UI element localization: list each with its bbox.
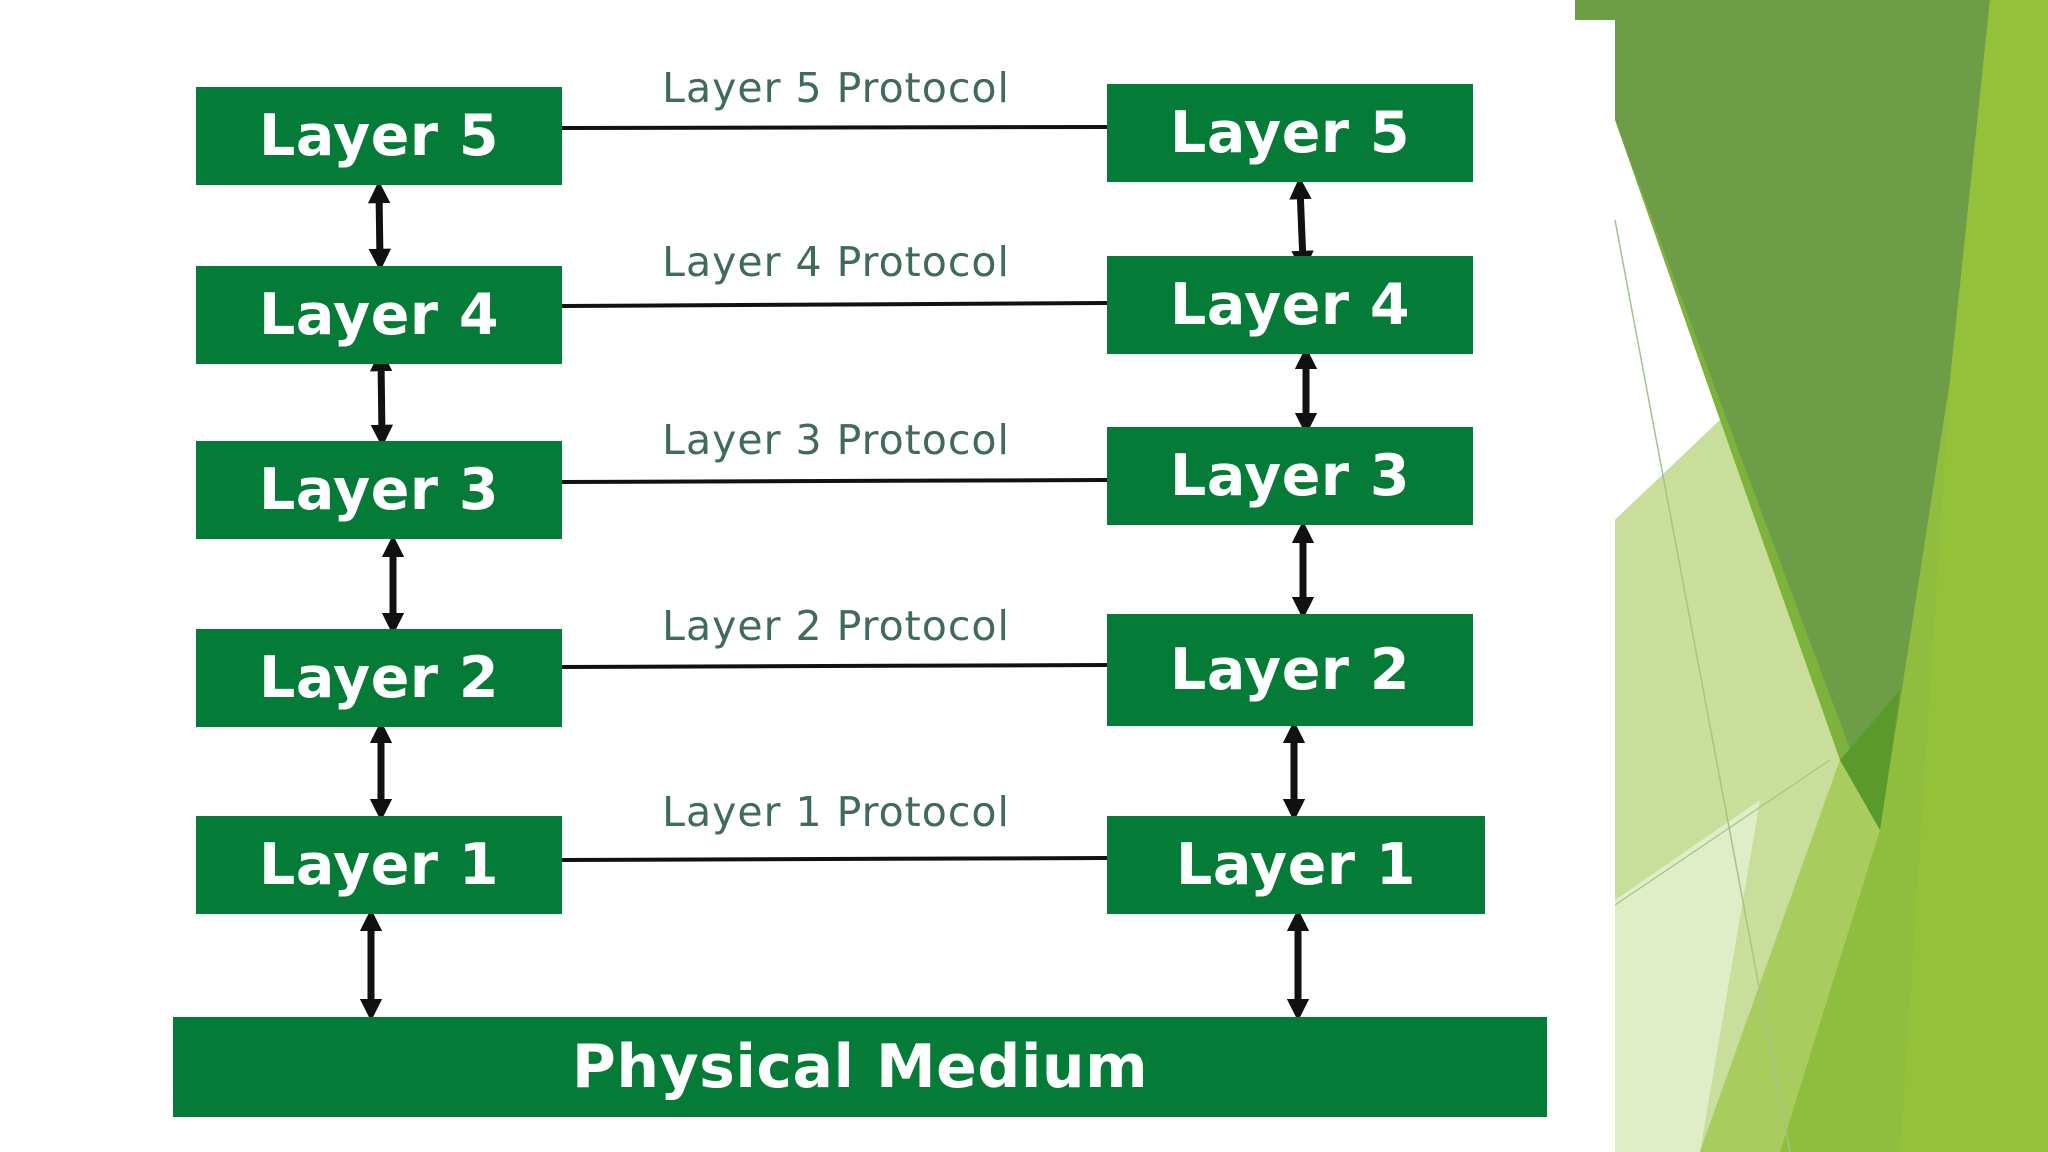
decor-thin-line xyxy=(1614,219,1791,1152)
decor-facet-deep xyxy=(1840,690,1900,830)
right-layer-1-box: Layer 1 xyxy=(1107,816,1485,914)
decor-facet-dark xyxy=(1615,0,1990,830)
left-layer-2-box: Layer 2 xyxy=(196,629,562,727)
protocol-lines xyxy=(561,125,1108,862)
layer-5-protocol-label: Layer 5 Protocol xyxy=(662,64,1010,112)
vertical-arrows xyxy=(359,176,1318,1022)
decor-facet-palest xyxy=(1615,800,1760,1152)
left-layer-1-label: Layer 1 xyxy=(259,832,499,898)
right-layer-1-label: Layer 1 xyxy=(1176,832,1416,898)
decor-thin-line-2 xyxy=(1614,759,1831,906)
layer-4-protocol-label: Layer 4 Protocol xyxy=(662,238,1010,286)
decor-facet-white xyxy=(1615,120,1720,520)
right-arrow-5-4 xyxy=(1289,176,1314,274)
left-layer-2-label: Layer 2 xyxy=(259,645,499,711)
left-arrow-4-3 xyxy=(369,348,394,448)
protocol-line-1 xyxy=(561,856,1108,862)
left-layer-3-label: Layer 3 xyxy=(259,457,499,523)
right-layer-3-label: Layer 3 xyxy=(1170,443,1410,509)
left-layer-4-box: Layer 4 xyxy=(196,266,562,364)
layer-2-protocol-label: Layer 2 Protocol xyxy=(662,602,1010,650)
left-layer-4-label: Layer 4 xyxy=(259,282,499,348)
decor-facet-bright xyxy=(1900,0,2048,1152)
right-layer-4-box: Layer 4 xyxy=(1107,256,1473,354)
physical-medium-label: Physical Medium xyxy=(571,1032,1149,1102)
right-layer-2-box: Layer 2 xyxy=(1107,614,1473,726)
left-layer-1-box: Layer 1 xyxy=(196,816,562,914)
layer-1-protocol-label: Layer 1 Protocol xyxy=(662,788,1010,836)
left-layer-5-box: Layer 5 xyxy=(196,87,562,185)
protocol-line-4 xyxy=(561,301,1108,308)
right-layer-3-box: Layer 3 xyxy=(1107,427,1473,525)
left-arrow-5-4 xyxy=(367,180,392,272)
protocol-line-5 xyxy=(561,125,1108,130)
protocol-line-2 xyxy=(561,663,1108,669)
right-layer-2-label: Layer 2 xyxy=(1170,637,1410,703)
right-layer-5-box: Layer 5 xyxy=(1107,84,1473,182)
right-layer-4-label: Layer 4 xyxy=(1170,272,1410,338)
decor-facet-light xyxy=(1700,760,1880,1152)
left-layer-3-box: Layer 3 xyxy=(196,441,562,539)
layer-3-protocol-label: Layer 3 Protocol xyxy=(662,416,1010,464)
decor-facet-top-tab xyxy=(1575,0,1615,20)
physical-medium-box: Physical Medium xyxy=(173,1017,1547,1117)
left-layer-5-label: Layer 5 xyxy=(259,103,499,169)
protocol-line-3 xyxy=(561,478,1108,484)
right-layer-5-label: Layer 5 xyxy=(1170,100,1410,166)
